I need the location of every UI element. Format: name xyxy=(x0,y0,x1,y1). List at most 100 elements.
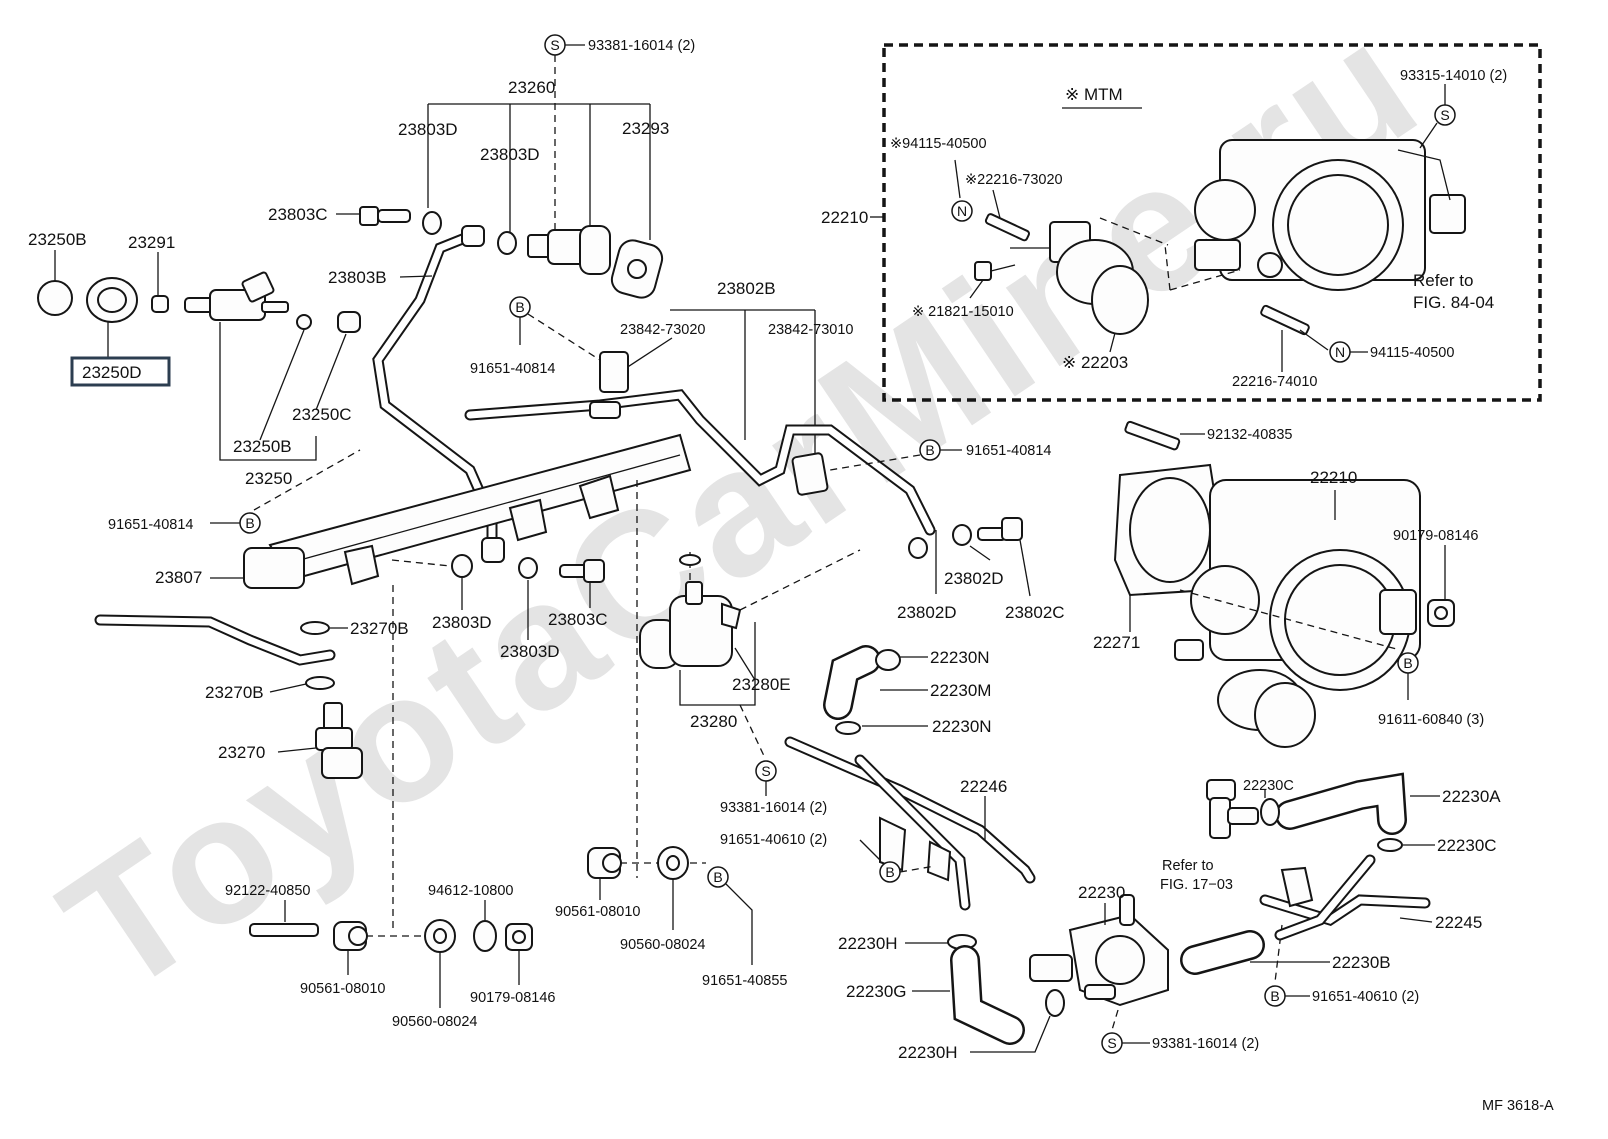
throttle-body-gasket-22271 xyxy=(1113,463,1227,597)
clamp-22230N-a xyxy=(875,649,901,671)
leader-21821 xyxy=(969,279,984,299)
bracket-22246-b xyxy=(926,840,952,882)
label-23250: 23250 xyxy=(245,469,292,488)
circle-b-d xyxy=(707,866,729,888)
idle-air-control-valve xyxy=(1010,221,1149,335)
label-94115-40500-b: 94115-40500 xyxy=(1370,345,1454,361)
dash-23803D-c xyxy=(391,559,451,567)
refer-17-line2: FIG. 17−03 xyxy=(1160,877,1233,893)
leader-23280E xyxy=(734,647,756,681)
refer-84-line1: Refer to xyxy=(1413,271,1473,290)
dash-91651-a xyxy=(253,449,361,511)
label-22246: 22246 xyxy=(960,777,1007,796)
injector-insulator-23250D xyxy=(86,277,138,323)
mtm-title: ※ MTM xyxy=(1065,85,1123,104)
fuel-delivery-pipe xyxy=(243,433,692,589)
circle-b-c-letter: B xyxy=(925,442,934,458)
label-22230C-a: 22230C xyxy=(1243,778,1294,794)
circle-b-b-letter: B xyxy=(515,299,524,315)
grommet-23291 xyxy=(151,295,169,313)
gasket-23802D-b xyxy=(952,524,972,546)
label-90561-08010-a: 90561-08010 xyxy=(300,981,385,997)
figure-code: MF 3618-A xyxy=(1482,1098,1554,1114)
mtm-dash-c xyxy=(1099,217,1169,246)
label-91651-40814-b: 91651-40814 xyxy=(470,361,555,377)
label-90561-08010-b: 90561-08010 xyxy=(555,904,640,920)
gasket-23803D-d xyxy=(518,557,538,579)
leader-22216-73020 xyxy=(992,189,1001,219)
highlight-23250D xyxy=(70,356,171,387)
gasket-23270B-b xyxy=(305,676,335,690)
nut-90179-08146-b xyxy=(505,923,533,951)
leader-23250C xyxy=(315,333,347,411)
mtm-dash-a xyxy=(1164,244,1171,291)
leader-23250B xyxy=(259,329,305,441)
label-23803C-top: 23803C xyxy=(268,205,328,224)
circle-b-a-letter: B xyxy=(245,515,254,531)
label-94115-40500-a: ※94115-40500 xyxy=(890,136,987,152)
circle-s-top-letter: S xyxy=(550,37,559,53)
o-ring-23250B xyxy=(37,280,73,316)
grommet-90561-08010-b xyxy=(587,847,622,879)
label-90560-08024-b: 90560-08024 xyxy=(620,937,705,953)
dash-bolt-b xyxy=(1179,589,1401,651)
label-92132-40835: 92132-40835 xyxy=(1207,427,1292,443)
label-91611-60840: 91611-60840 (3) xyxy=(1378,712,1484,728)
fuel-filter-union-23270 xyxy=(315,702,363,779)
grommet-90561-08010-a xyxy=(333,921,368,951)
label-22230: 22230 xyxy=(1078,883,1125,902)
stud-92132-40835 xyxy=(1124,420,1181,451)
circle-b-g-letter: B xyxy=(1403,655,1412,671)
label-93381-bot: 93381-16014 (2) xyxy=(1152,1036,1259,1052)
label-23842-73010: 23842-73010 xyxy=(768,322,853,338)
leader-22245 xyxy=(1399,917,1433,923)
gasket-23293 xyxy=(610,239,664,299)
label-22271: 22271 xyxy=(1093,633,1140,652)
label-23842-73020: 23842-73020 xyxy=(620,322,705,338)
circle-s-bot-letter: S xyxy=(1107,1035,1116,1051)
label-92122-40850: 92122-40850 xyxy=(225,883,310,899)
clamp-22230C-a xyxy=(1260,798,1280,826)
leader-94115-a xyxy=(954,159,961,199)
bracket-22245 xyxy=(1280,866,1314,908)
bracket-22246-a xyxy=(879,816,907,872)
dash-b-f xyxy=(1274,924,1283,983)
circle-b-d-letter: B xyxy=(713,869,722,885)
gasket-23270B-a xyxy=(300,621,330,635)
leader-23270B-b xyxy=(269,683,307,693)
stud-22216-74010 xyxy=(1260,304,1310,336)
circle-s-mtm-letter: S xyxy=(1440,107,1449,123)
bracket-23280 xyxy=(679,622,756,706)
throttle-body-mtm xyxy=(1194,139,1466,291)
label-23803D-d: 23803D xyxy=(500,642,560,661)
label-23260: 23260 xyxy=(508,78,555,97)
label-22230H-a: 22230H xyxy=(838,934,898,953)
dash-b-e xyxy=(899,865,936,873)
label-23803D-c: 23803D xyxy=(432,613,492,632)
label-22230C-b: 22230C xyxy=(1437,836,1497,855)
clamp-22230H-b xyxy=(1045,989,1065,1017)
label-90179-08146-b: 90179-08146 xyxy=(470,990,555,1006)
fuel-pressure-regulator-23280 xyxy=(639,581,742,669)
label-22230N-a: 22230N xyxy=(930,648,990,667)
bracket-23250 xyxy=(219,322,317,461)
label-22203: ※ 22203 xyxy=(1062,353,1128,372)
label-93381-mid: 93381-16014 (2) xyxy=(720,800,827,816)
label-22245: 22245 xyxy=(1435,913,1482,932)
label-22230G: 22230G xyxy=(846,982,907,1001)
air-valve-22230 xyxy=(1029,894,1169,1007)
gasket-23803D-c xyxy=(451,554,473,578)
label-23802C: 23802C xyxy=(1005,603,1065,622)
leader-91651-40855 xyxy=(725,883,753,965)
label-91651-40610-b: 91651-40610 (2) xyxy=(1312,989,1419,1005)
leader-23270 xyxy=(277,747,317,753)
label-23803C-b: 23803C xyxy=(548,610,608,629)
label-23250B: 23250B xyxy=(233,437,292,456)
label-22216-74010: 22216-74010 xyxy=(1232,374,1317,390)
label-23270B-b: 23270B xyxy=(205,683,264,702)
label-23803D-b: 23803D xyxy=(480,145,540,164)
label-94612-10800: 94612-10800 xyxy=(428,883,513,899)
label-23803D-a: 23803D xyxy=(398,120,458,139)
dash-91651-c xyxy=(829,454,921,471)
